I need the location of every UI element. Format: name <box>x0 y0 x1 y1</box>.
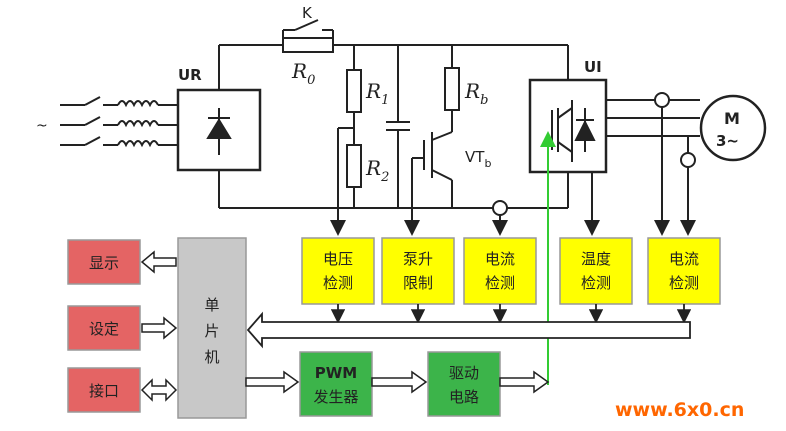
temp-detect-line1: 温度 <box>581 250 611 268</box>
current-detect-2-line2: 检测 <box>669 274 699 292</box>
ac-input-lines <box>60 96 178 148</box>
label-rb: Rb <box>464 79 488 108</box>
control-arrows <box>245 370 550 394</box>
pwm-line2: 发生器 <box>313 388 358 406</box>
mcu-line3: 机 <box>204 348 219 366</box>
label-source: ~ <box>36 118 48 134</box>
feedback-bus-arrow <box>246 311 691 349</box>
current-detect-block-2 <box>647 237 721 305</box>
temp-detect-line2: 检测 <box>581 274 611 292</box>
voltage-detect-block <box>301 237 375 305</box>
voltage-detect-line2: 检测 <box>323 274 353 292</box>
peripheral-arrows <box>140 250 178 402</box>
watermark-text: www.6x0.cn <box>615 399 744 421</box>
resistor-r2 <box>346 144 362 188</box>
inverter-ui-box <box>528 78 608 174</box>
pump-limit-block <box>381 237 455 305</box>
pump-limit-line1: 泵升 <box>403 250 433 268</box>
current-detect-block-1 <box>463 237 537 305</box>
power-circuit <box>60 19 767 236</box>
arrow-from-setting <box>141 316 178 340</box>
igbt-icon <box>551 100 596 162</box>
detection-blocks: 电压 检测 泵升 限制 电流 检测 温度 检测 电流 检测 <box>301 237 721 305</box>
current-sensor-out-2 <box>680 152 696 168</box>
current-detect-2-line1: 电流 <box>669 250 699 268</box>
label-r1: R1 <box>365 79 389 108</box>
drive-line2: 电路 <box>449 388 479 406</box>
label-vtb: VTb <box>465 148 491 170</box>
arrow-to-display <box>140 250 177 274</box>
display-label: 显示 <box>89 254 119 272</box>
current-sensor-out-1 <box>654 92 670 108</box>
arrow-interface-bidirectional <box>140 378 178 402</box>
detection-bus-lines <box>246 304 692 349</box>
display-block <box>67 239 141 285</box>
label-r2: R2 <box>365 156 389 185</box>
arrow-drive-out <box>499 370 550 394</box>
mcu-block <box>177 237 247 419</box>
motor-icon <box>699 94 767 162</box>
pwm-line1: PWM <box>315 364 357 382</box>
label-motor-phase: 3~ <box>716 132 739 150</box>
voltage-detect-line1: 电压 <box>323 250 353 268</box>
temp-detect-block <box>559 237 633 305</box>
resistor-r1 <box>346 69 362 113</box>
mcu-line1: 单 <box>204 296 219 314</box>
interface-block <box>67 367 141 413</box>
resistor-rb <box>444 67 460 111</box>
setting-block <box>67 305 141 351</box>
transistor-vtb-icon <box>412 131 453 208</box>
label-motor-m: M <box>724 109 740 128</box>
label-ur: UR <box>178 66 202 84</box>
resistor-r0 <box>282 37 334 53</box>
current-detect-1-line1: 电流 <box>485 250 515 268</box>
label-r0: R0 <box>291 59 315 88</box>
rectifier-diode-icon <box>206 108 232 155</box>
arrow-mcu-to-pwm <box>245 370 300 394</box>
drive-line1: 驱动 <box>449 364 479 382</box>
current-sensor-bus <box>492 200 508 216</box>
pwm-block <box>299 351 373 417</box>
pump-limit-line2: 限制 <box>403 274 433 292</box>
interface-label: 接口 <box>89 382 119 400</box>
arrow-pwm-to-drive <box>371 370 428 394</box>
drive-block <box>427 351 501 417</box>
setting-label: 设定 <box>89 320 119 338</box>
label-ui: UI <box>584 58 602 76</box>
mcu-line2: 片 <box>204 322 219 340</box>
label-k: K <box>302 4 313 22</box>
current-detect-1-line2: 检测 <box>485 274 515 292</box>
